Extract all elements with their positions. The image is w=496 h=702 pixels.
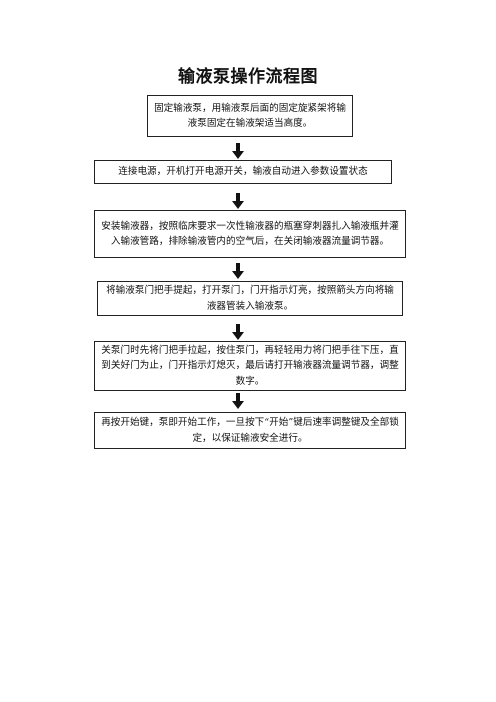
step-1-box: 固定输液泵，用输液泵后面的固定旋紧架将输液泵固定在输液架适当高度。 (147, 95, 353, 137)
step-2-box: 连接电源，开机打开电源开关，输液自动进入参数设置状态 (94, 160, 392, 184)
down-arrow-icon (232, 143, 244, 159)
step-1-text: 固定输液泵，用输液泵后面的固定旋紧架将输液泵固定在输液架适当高度。 (154, 102, 346, 130)
step-3-box: 安装输液器，按照临床要求一次性输液器的瓶塞穿刺器扎入输液瓶并灌入输液管路，排除输… (94, 210, 406, 258)
down-arrow-icon (232, 393, 244, 409)
step-4-box: 将输液泵门把手提起，打开泵门，门开指示灯亮，按照箭头方向将输液器管装入输液泵。 (97, 281, 403, 316)
step-3-text: 安装输液器，按照临床要求一次性输液器的瓶塞穿刺器扎入输液瓶并灌入输液管路，排除输… (101, 220, 399, 248)
down-arrow-icon (232, 193, 244, 209)
step-2-text: 连接电源，开机打开电源开关，输液自动进入参数设置状态 (118, 166, 368, 178)
step-4-text: 将输液泵门把手提起，打开泵门，门开指示灯亮，按照箭头方向将输液器管装入输液泵。 (106, 285, 394, 312)
step-5-box: 关泵门时先将门把手拉起，按住泵门，再轻轻用力将门把手往下压，直到关好门为止，门开… (94, 341, 406, 391)
down-arrow-icon (232, 324, 244, 340)
step-5-text: 关泵门时先将门把手拉起，按住泵门，再轻轻用力将门把手往下压，直到关好门为止，门开… (101, 344, 399, 387)
step-6-box: 再按开始键，泵即开始工作，一旦按下“开始”键后速率调整键及全部锁定，以保证输液安… (94, 412, 406, 449)
step-6-text: 再按开始键，泵即开始工作，一旦按下“开始”键后速率调整键及全部锁定，以保证输液安… (101, 417, 399, 444)
down-arrow-icon (232, 263, 244, 279)
page-title: 输液泵操作流程图 (178, 67, 318, 87)
